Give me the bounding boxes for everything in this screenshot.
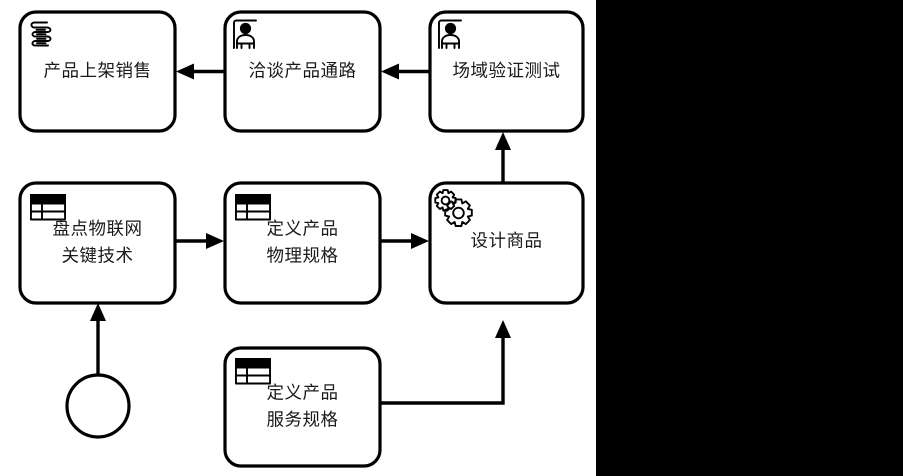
task-label: 设计商品 — [471, 231, 543, 251]
task-label: 盘点物联网 — [53, 219, 143, 239]
node-product-launch-sales[interactable]: 产品上架销售 — [18, 10, 177, 133]
flow-field-to-negotiate — [381, 63, 430, 80]
task-box[interactable] — [223, 10, 382, 133]
node-design-merchandise[interactable]: 设计商品 — [428, 181, 585, 305]
node-define-product-physical-spec[interactable]: 定义产品 物理规格 — [223, 181, 382, 305]
node-define-product-service-spec[interactable]: 定义产品 服务规格 — [223, 346, 382, 468]
task-label: 场域验证测试 — [453, 61, 561, 81]
task-label: 定义产品 — [267, 219, 339, 239]
flow-physical-to-design — [380, 233, 429, 249]
flow-service-to-design — [380, 320, 511, 405]
start-event-circle[interactable] — [65, 373, 131, 439]
flow-negotiate-to-launch — [176, 63, 225, 80]
service-task-icon — [434, 189, 473, 227]
task-box[interactable] — [18, 10, 177, 133]
script-task-icon — [30, 21, 52, 47]
node-start-event[interactable] — [65, 373, 131, 439]
manual-task-icon — [234, 358, 271, 385]
task-box[interactable] — [428, 181, 585, 305]
node-inventory-iot-key-tech[interactable]: 盘点物联网 关键技术 — [18, 181, 177, 305]
node-field-verification-test[interactable]: 场域验证测试 — [428, 10, 585, 133]
task-label: 关键技术 — [62, 246, 134, 266]
task-box[interactable] — [428, 10, 585, 133]
manual-task-icon — [234, 194, 271, 221]
task-label: 洽谈产品通路 — [249, 61, 357, 81]
flow-start-to-iot — [90, 303, 106, 375]
flow-design-to-field — [495, 132, 511, 183]
task-label: 物理规格 — [267, 246, 339, 266]
task-label: 服务规格 — [267, 410, 339, 430]
node-negotiate-product-channel[interactable]: 洽谈产品通路 — [223, 10, 382, 133]
user-task-icon — [438, 19, 462, 49]
manual-task-icon — [29, 194, 66, 221]
task-label: 定义产品 — [267, 383, 339, 403]
task-label: 产品上架销售 — [44, 61, 152, 81]
black-side-panel — [596, 0, 903, 476]
flow-iot-to-physical — [175, 233, 224, 249]
user-task-icon — [233, 19, 257, 49]
